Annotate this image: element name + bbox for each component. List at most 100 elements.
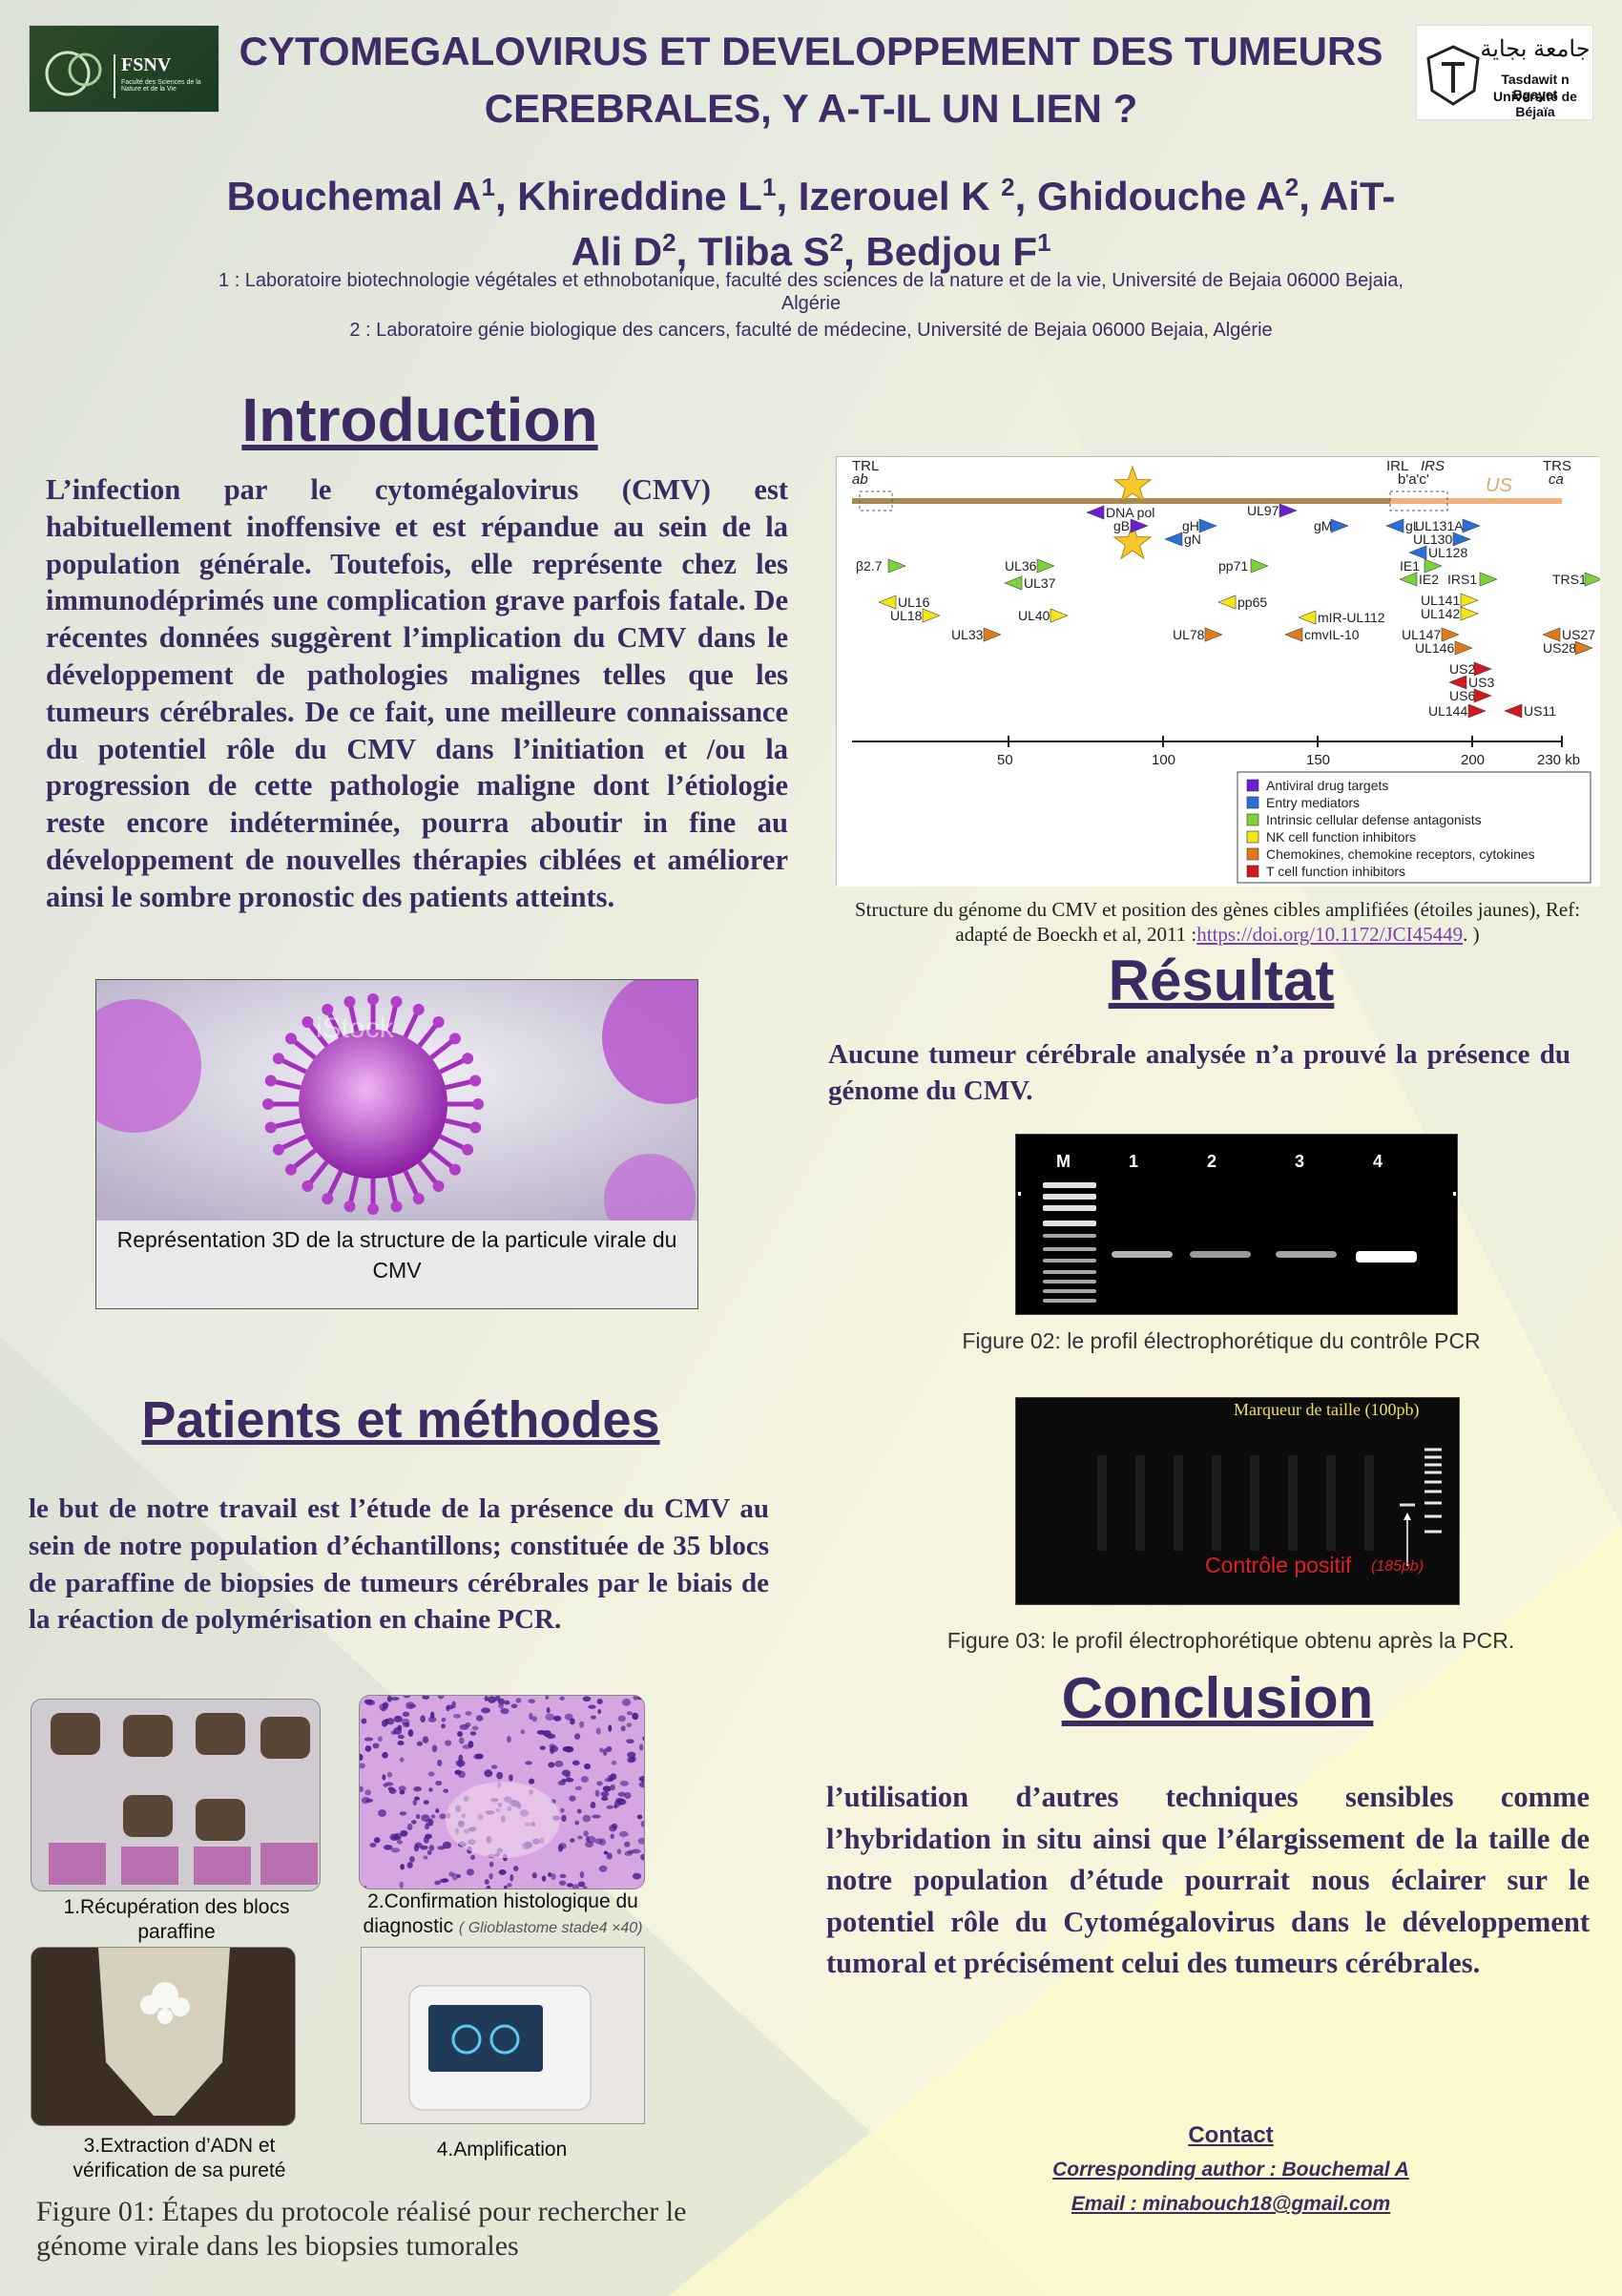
gene-marker [887,558,906,574]
gene-marker [1462,518,1481,533]
gene-marker [1454,640,1473,656]
university-emblem-icon [1426,45,1480,106]
gene-label: UL37 [1024,575,1056,591]
step3-photo [31,1947,296,2126]
step4-photo [361,1947,645,2124]
genome-region-label: TRS [1543,458,1571,474]
gene-marker [1385,518,1404,533]
gene-marker [1217,595,1237,610]
gene-label: UL147 [1402,627,1441,642]
results-text: Aucune tumeur cérébrale analysée n’a pro… [828,1039,1570,1106]
gene-label: UL18 [890,608,923,623]
gene-marker [1198,518,1217,533]
legend-label: T cell function inhibitors [1266,864,1405,879]
axis-tick-label: 100 [1152,752,1175,768]
axis-tick-label: 50 [997,752,1013,768]
gene-marker [1284,627,1303,642]
gene-marker [983,627,1002,642]
gene-marker [1298,610,1317,625]
genome-region-label: TRL [852,458,879,474]
gene-marker [1460,593,1479,608]
gene-marker [1086,505,1105,520]
university-logo-line2: Université de Béjaïa [1493,89,1577,119]
gene-label: US2 [1449,661,1475,677]
gene-label: UL33 [951,627,984,642]
step2-photo [359,1695,645,1889]
gel1-marker-band [1043,1289,1096,1293]
gel1-lane-label: 3 [1295,1152,1304,1171]
gene-marker [1424,558,1443,574]
legend-swatch [1246,830,1259,844]
genome-caption: Structure du génome du CMV et position d… [830,897,1605,947]
gene-label: pp65 [1237,595,1267,610]
gel2-control-label: Contrôle positif [1205,1553,1352,1577]
gel-pcr-result: Marqueur de taille (100pb) Contrôle posi… [1015,1397,1460,1605]
target-gene-star-icon [1113,522,1153,560]
gene-label: US28 [1543,640,1576,656]
doi-link[interactable]: https://doi.org/10.1172/JCI45449 [1196,923,1464,946]
step2-label: 2.Confirmation histologique du diagnosti… [363,1890,638,1937]
gene-marker [1504,703,1523,719]
gene-marker [1330,518,1349,533]
gene-label: gH [1182,518,1199,533]
gene-label: UL97 [1247,503,1279,518]
gene-label: UL36 [1005,558,1037,574]
gene-marker [1441,627,1460,642]
gel1-marker-band [1043,1234,1096,1238]
gel1-lane-label: M [1056,1152,1071,1171]
gene-label: UL142 [1421,606,1460,621]
gene-label: UL144 [1428,703,1467,719]
gene-label: TRS1 [1552,572,1587,587]
gel1-marker-band [1043,1299,1096,1303]
gel1-marker-band [1043,1182,1096,1188]
step2-caption: 2.Confirmation histologique du diagnosti… [347,1889,658,1941]
gel1-lane-label: 1 [1129,1152,1138,1171]
gene-label: UL40 [1018,608,1050,623]
conclusion-text: l’utilisation d’autres techniques sensib… [826,1781,1590,1980]
genome-region-label: IRL [1386,458,1408,474]
methods-heading: Patients et méthodes [141,1391,660,1449]
gel1-sample-band [1112,1251,1173,1258]
gene-marker [1164,532,1183,547]
fsnv-logo-text: FSNV [121,54,172,75]
gene-marker [1050,608,1069,623]
gel2-caption: Figure 03: le profil électrophorétique o… [946,1628,1515,1653]
university-logo: جامعة بجاية Tasdawit n Bgayet Université… [1416,25,1593,120]
axis-tick-label: 150 [1306,752,1330,768]
gene-marker [1584,572,1603,587]
gene-label: β2.7 [856,558,883,574]
university-logo-line1: Tasdawit n Bgayet [1501,72,1570,102]
gel1-caption: Figure 02: le profil électrophorétique d… [962,1328,1481,1353]
results-heading: Résultat [1108,949,1335,1012]
gene-marker [1399,572,1418,587]
virus-figure: iStock Représentation 3D de la structure… [68,971,736,1309]
contact-email[interactable]: Email : minabouch18@gmail.com [1071,2193,1391,2215]
gene-marker [1460,606,1479,621]
gene-marker [1473,688,1492,703]
poster-title: CYTOMEGALOVIRUS ET DEVELOPPEMENT DES TUM… [239,29,1383,131]
genome-region-label: ca [1549,471,1564,488]
virus-image: iStock [68,971,736,1245]
figure01-caption: Figure 01: Étapes du protocole réalisé p… [36,2196,687,2262]
step2-note: ( Glioblastome stade4 ×40) [458,1920,643,1936]
intro-heading: Introduction [241,386,598,454]
gene-label: IE2 [1419,572,1439,587]
gene-label: cmvIL-10 [1304,627,1360,642]
step1-photo [31,1699,321,1891]
gene-label: UL130 [1413,532,1452,547]
step3-caption: 3.Extraction d’ADN et vérification de sa… [73,2135,286,2181]
gene-marker [1452,532,1471,547]
gene-marker [1036,558,1055,574]
gene-label: mIR-UL112 [1318,610,1385,625]
gene-marker [1574,640,1593,656]
gene-marker [878,595,897,610]
gene-label: gN [1184,532,1201,547]
gel2-image [1097,1448,1442,1566]
genome-caption-text: Structure du génome du CMV et position d… [854,898,1581,946]
gene-marker [1408,545,1427,560]
step4-caption: 4.Amplification [436,2139,568,2160]
gel1-lane-label: 4 [1373,1152,1383,1171]
legend-label: Intrinsic cellular defense antagonists [1266,812,1482,827]
